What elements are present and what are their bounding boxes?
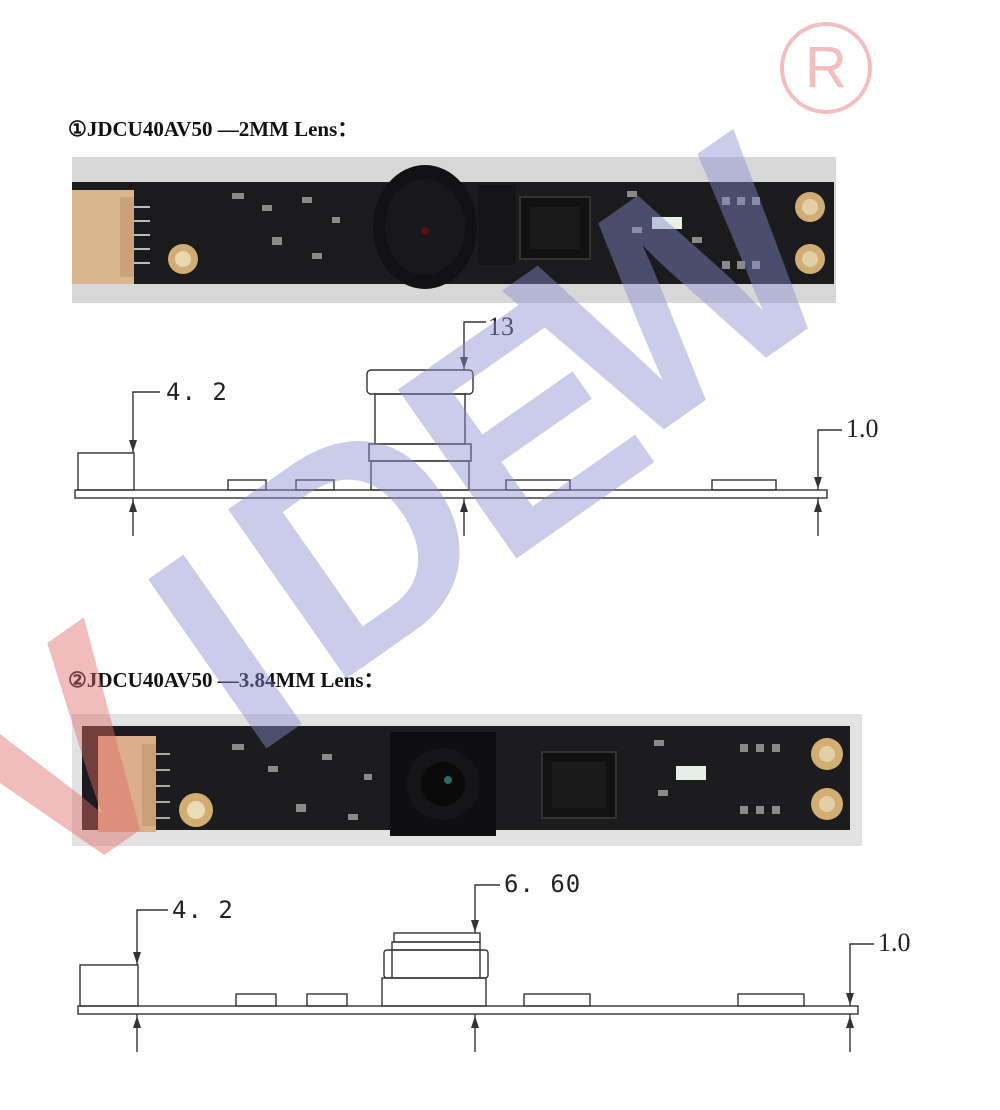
section-1-board-thickness-label: 1.0 — [846, 414, 879, 443]
led — [652, 217, 682, 229]
led — [676, 766, 706, 780]
section-1-connector-height-label: 4. 2 — [166, 378, 228, 406]
section-1-lens-height-label: 13 — [488, 312, 514, 341]
section-1-heading: ①JDCU40AV50 —2MM Lens： — [68, 117, 359, 141]
board-outline — [77, 1005, 859, 1015]
section-1-module-photo — [72, 157, 836, 303]
section-2-heading: ②JDCU40AV50 —3.84MM Lens： — [68, 668, 385, 692]
section-2-module-photo — [72, 714, 862, 846]
registered-trademark-mark: R — [780, 22, 872, 114]
section-2-connector-height-label: 4. 2 — [172, 896, 234, 924]
section-2-board-thickness-label: 1.0 — [878, 928, 911, 957]
board-outline — [74, 489, 828, 499]
section-2-lens-height-label: 6. 60 — [504, 870, 582, 898]
